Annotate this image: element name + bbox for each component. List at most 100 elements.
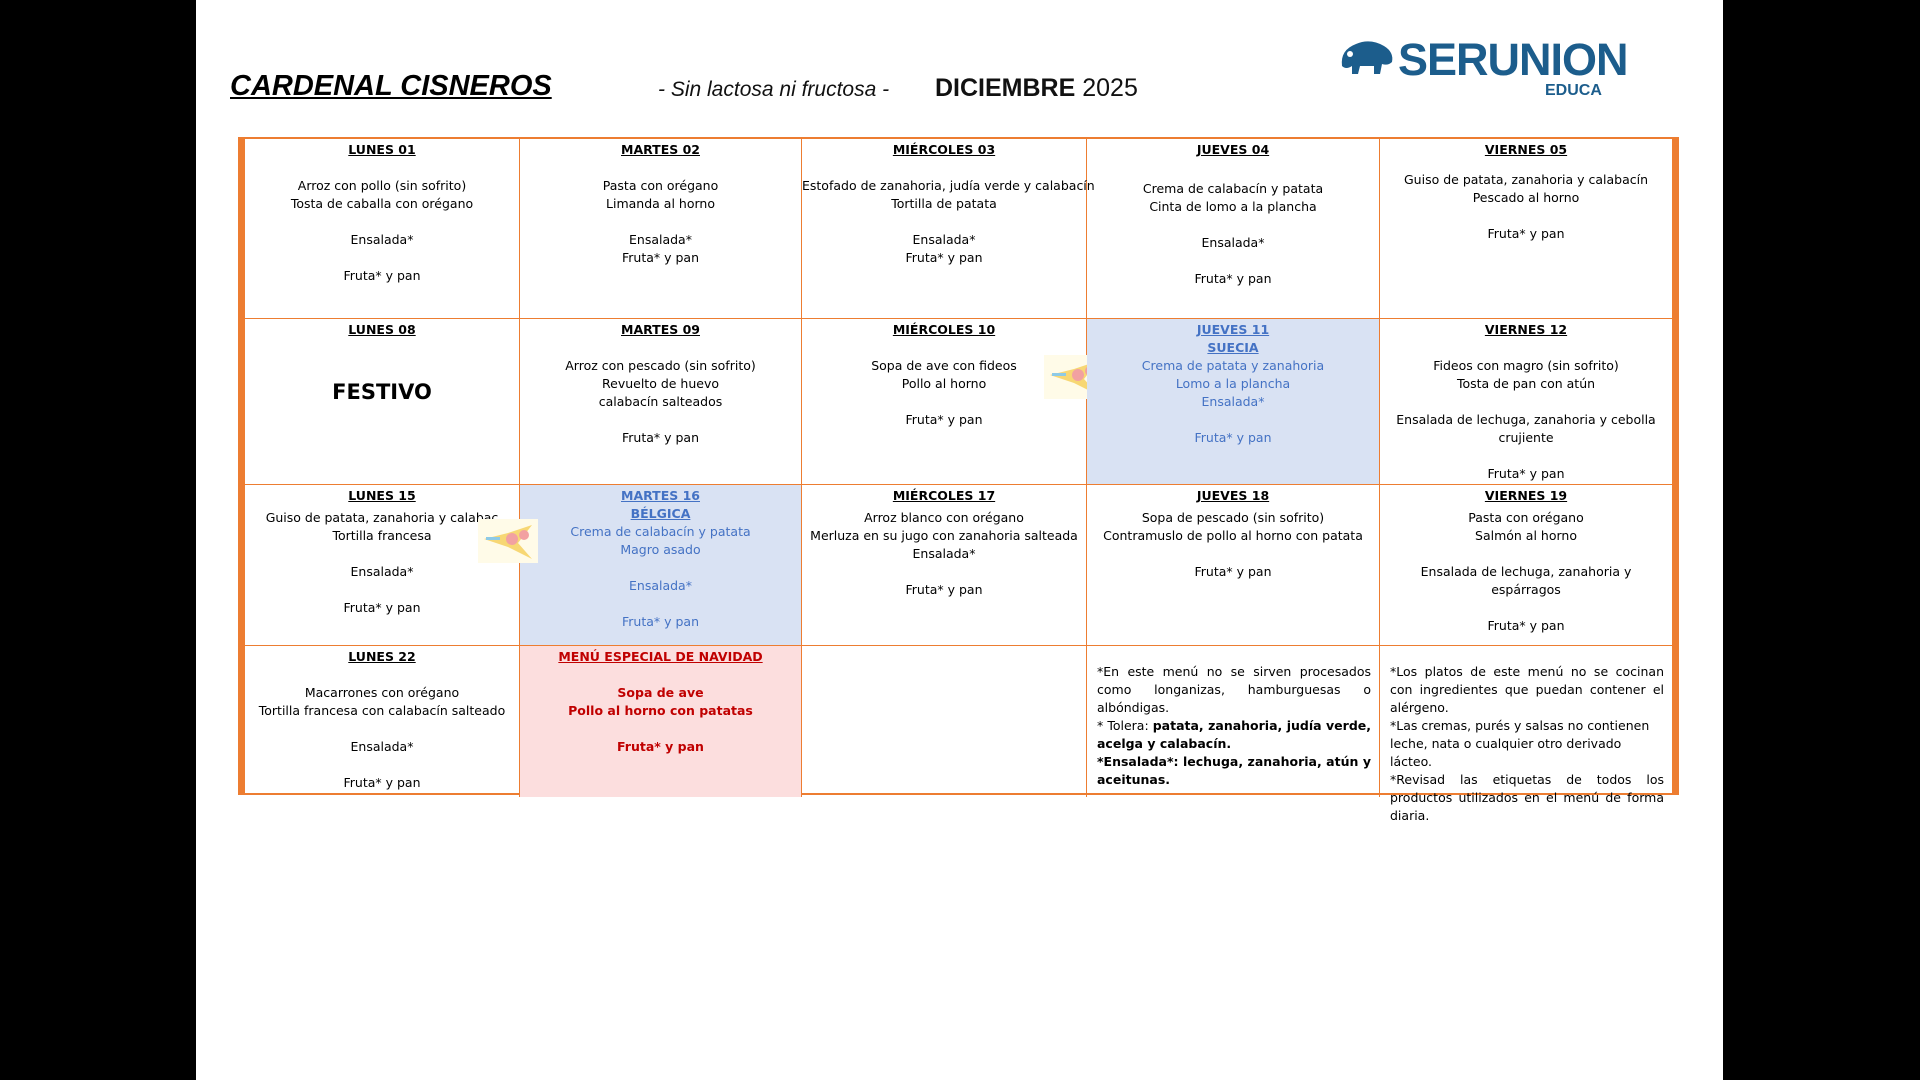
dish: Tortilla francesa con calabacín salteado — [258, 703, 506, 718]
dish: Fruta* y pan — [621, 250, 699, 265]
day-title: LUNES 15 — [348, 488, 416, 503]
dish: Limanda al horno — [606, 196, 715, 211]
day-cell-19: VIERNES 19 Pasta con orégano Salmón al h… — [1380, 485, 1672, 646]
dish: Sopa de pescado (sin sofrito) — [1141, 510, 1325, 525]
day-cell-09: MARTES 09 Arroz con pescado (sin sofrito… — [520, 319, 802, 485]
day-title: VIERNES 05 — [1484, 142, 1568, 157]
day-title: MIÉRCOLES 03 — [892, 142, 996, 157]
day-cell-12: VIERNES 12 Fideos con magro (sin sofrito… — [1380, 319, 1672, 485]
dish: Tortilla de patata — [891, 196, 997, 211]
dish: Sopa de ave — [617, 685, 704, 700]
day-title: LUNES 22 — [348, 649, 416, 664]
theme-country: BÉLGICA — [630, 506, 691, 521]
dish: Ensalada de lechuga, zanahoria y cebolla — [1396, 412, 1656, 427]
dish: Arroz con pescado (sin sofrito) — [565, 358, 756, 373]
dish: Arroz blanco con orégano — [864, 510, 1024, 525]
note-allergen: *Los platos de este menú no se cocinan c… — [1390, 664, 1664, 715]
logo-text: SERUNION — [1398, 34, 1629, 85]
dish: Ensalada* — [350, 564, 414, 579]
school-name: CARDENAL CISNEROS — [230, 70, 552, 102]
dish: Cinta de lomo a la plancha — [1149, 199, 1317, 214]
dish: Tortilla francesa — [332, 528, 432, 543]
day-cell-10: MIÉRCOLES 10 Sopa de ave con fideos Poll… — [802, 319, 1104, 485]
day-cell-christmas: MENÚ ESPECIAL DE NAVIDAD Sopa de ave Pol… — [520, 646, 802, 797]
note-labels: *Revisad las etiquetas de todos los prod… — [1390, 772, 1664, 823]
day-title: LUNES 08 — [348, 322, 416, 337]
bison-icon — [1341, 41, 1393, 74]
day-cell-17: MIÉRCOLES 17 Arroz blanco con orégano Me… — [802, 485, 1087, 646]
month-year: 2025 — [1082, 74, 1138, 102]
dish: Fruta* y pan — [343, 600, 421, 615]
serunion-logo: SERUNION EDUCA — [1336, 32, 1629, 102]
note-salad: *Ensalada*: lechuga, zanahoria, atún y a… — [1097, 754, 1371, 787]
dish: Pollo al horno con patatas — [568, 703, 753, 718]
dish: Ensalada* — [1201, 394, 1265, 409]
dish: Fruta* y pan — [1487, 618, 1565, 633]
dish: crujiente — [1498, 430, 1554, 445]
dish: Pescado al horno — [1472, 190, 1580, 205]
day-cell-16: MARTES 16 BÉLGICA Crema de calabacín y p… — [520, 485, 802, 646]
day-title: JUEVES 04 — [1196, 142, 1270, 157]
dish: Contramuslo de pollo al horno con patata — [1103, 528, 1363, 543]
day-cell-18: JUEVES 18 Sopa de pescado (sin sofrito) … — [1087, 485, 1380, 646]
dish: espárragos — [1491, 582, 1561, 597]
dish: Crema de calabacín y patata — [570, 524, 751, 539]
dish: Salmón al horno — [1475, 528, 1577, 543]
diet-subtitle: - Sin lactosa ni fructosa - — [658, 78, 890, 101]
notes-left: *En este menú no se sirven procesados co… — [1087, 646, 1380, 797]
day-cell-05: VIERNES 05 Guiso de patata, zanahoria y … — [1380, 139, 1672, 319]
dish: Merluza en su jugo con zanahoria saltead… — [810, 528, 1078, 543]
dish: Tosta de caballa con orégano — [290, 196, 474, 211]
day-cell-22: LUNES 22 Macarrones con orégano Tortilla… — [245, 646, 520, 797]
day-cell-01: LUNES 01 Arroz con pollo (sin sofrito) T… — [245, 139, 520, 319]
note-processed: *En este menú no se sirven procesados co… — [1097, 664, 1371, 715]
day-title: VIERNES 19 — [1484, 488, 1568, 503]
dish: Guiso de patata, zanahoria y calabacín — [1404, 172, 1648, 187]
menu-page: CARDENAL CISNEROS - Sin lactosa ni fruct… — [196, 0, 1723, 1080]
day-title: MARTES 09 — [621, 322, 700, 337]
holiday-label: FESTIVO — [332, 380, 432, 404]
dish: Fruta* y pan — [905, 412, 983, 427]
christmas-menu-title: MENÚ ESPECIAL DE NAVIDAD — [558, 649, 763, 664]
dish: Ensalada* — [629, 578, 692, 593]
dish: calabacín salteados — [598, 394, 723, 409]
dish: Fruta* y pan — [1194, 271, 1272, 286]
menu-grid: LUNES 01 Arroz con pollo (sin sofrito) T… — [238, 137, 1679, 823]
dish: Pasta con orégano — [1468, 510, 1584, 525]
day-cell-03: MIÉRCOLES 03 Estofado de zanahoria, judí… — [802, 139, 1095, 319]
note-tolerates: * Tolera: patata, zanahoria, judía verde… — [1097, 718, 1371, 751]
dish: Ensalada* — [912, 232, 976, 247]
dish: Fruta* y pan — [1487, 466, 1565, 481]
notes-right: *Los platos de este menú no se cocinan c… — [1380, 646, 1672, 823]
dish: Macarrones con orégano — [304, 685, 460, 700]
dish: Magro asado — [620, 542, 701, 557]
day-title: MIÉRCOLES 17 — [892, 488, 996, 503]
day-title: MIÉRCOLES 10 — [892, 322, 996, 337]
day-title: MARTES 16 — [621, 488, 700, 503]
dish: Estofado de zanahoria, judía verde y cal… — [802, 178, 1095, 193]
day-cell-11: JUEVES 11 SUECIA Crema de patata y zanah… — [1087, 319, 1380, 485]
day-title: JUEVES 18 — [1196, 488, 1270, 503]
dish: Fideos con magro (sin sofrito) — [1433, 358, 1619, 373]
dish: Fruta* y pan — [621, 430, 699, 445]
day-title: MARTES 02 — [621, 142, 700, 157]
dish: Pasta con orégano — [602, 178, 719, 193]
day-cell-15: LUNES 15 Guiso de patata, zanahoria y ca… — [245, 485, 538, 646]
dish: Fruta* y pan — [343, 775, 421, 790]
dish: Sopa de ave con fideos — [871, 358, 1017, 373]
logo-subtext: EDUCA — [1545, 82, 1602, 99]
dish: Ensalada* — [350, 232, 414, 247]
dish: Fruta* y pan — [905, 582, 983, 597]
dish: Fruta* y pan — [621, 614, 699, 629]
dish: Guiso de patata, zanahoria y calabac — [265, 510, 499, 525]
dish: Pollo al horno — [901, 376, 987, 391]
dish: Ensalada* — [912, 546, 976, 561]
dish: Tosta de pan con atún — [1456, 376, 1596, 391]
dish: Crema de patata y zanahoria — [1141, 358, 1325, 373]
decoration-sticker-icon — [478, 519, 538, 563]
dish: Fruta* y pan — [617, 739, 704, 754]
dish: Fruta* y pan — [343, 268, 421, 283]
theme-country: SUECIA — [1207, 340, 1259, 355]
month-name: DICIEMBRE — [935, 74, 1076, 102]
day-cell-04: JUEVES 04 Crema de calabacín y patata Ci… — [1087, 139, 1380, 319]
